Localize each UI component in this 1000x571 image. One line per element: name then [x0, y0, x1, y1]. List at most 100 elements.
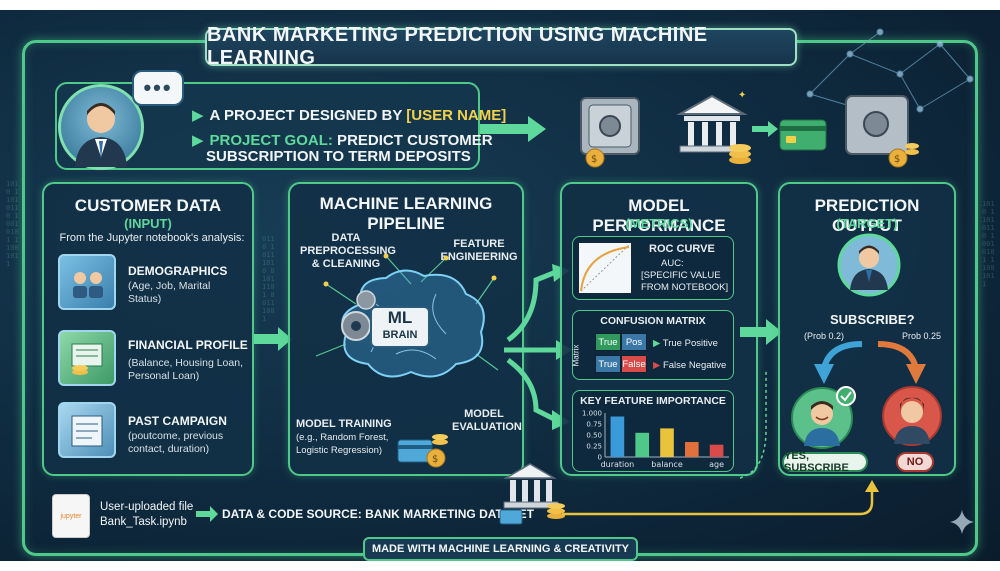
- bullet-arrow-icon: ▶: [192, 107, 204, 124]
- transfer-arrow-icon: [752, 121, 778, 137]
- fi-tick-label: 0.75: [586, 421, 602, 429]
- fi-bar: [610, 416, 625, 457]
- fi-category-label: duration: [601, 460, 635, 469]
- cm-cell-tp: True: [595, 333, 621, 351]
- past-campaign-desc-2: contact, duration): [128, 443, 210, 455]
- demographics-title: DEMOGRAPHICS: [128, 264, 228, 278]
- roc-auc-value-2: FROM NOTEBOOK]: [641, 282, 729, 293]
- yes-subscribe-badge: YES, SUBSCRIBE: [782, 450, 868, 474]
- yes-customer-icon: [791, 386, 856, 449]
- roc-curve-icon: [579, 243, 631, 293]
- subscribe-question: SUBSCRIBE?: [830, 312, 915, 327]
- svg-text:$: $: [591, 154, 597, 165]
- past-campaign-desc-1: (poutcome, previous: [128, 430, 224, 442]
- model-training-label: MODEL TRAINING (e.g., Random Forest, Log…: [296, 418, 392, 456]
- financial-profile-icon: [58, 330, 116, 386]
- uploaded-file-label: User-uploaded file: [100, 501, 194, 513]
- data-source-label: DATA & CODE SOURCE: BANK MARKETING DATAS…: [222, 507, 534, 521]
- bank-vault-icon: $: [580, 97, 640, 168]
- roc-title: ROC CURVE: [649, 243, 715, 255]
- financial-profile-desc-1: (Balance, Housing Loan,: [128, 357, 243, 369]
- input-arrow-icon: [254, 327, 292, 351]
- binary-decoration-right: 1010 1101 0110 1001 0101 1100 1011: [982, 200, 995, 288]
- svg-text:$: $: [432, 454, 438, 465]
- pipeline-title-2: PIPELINE: [367, 214, 445, 233]
- bank-dataset-icon: [499, 463, 565, 525]
- no-customer-icon: [882, 386, 942, 446]
- decision-arrows-icon: [814, 341, 926, 384]
- roc-auc-value-1: [SPECIFIC VALUE: [641, 270, 721, 281]
- demographics-icon: [58, 254, 116, 310]
- footer-credit: MADE WITH MACHINE LEARNING & CREATIVITY: [363, 537, 638, 561]
- customer-data-subtitle: (INPUT): [124, 216, 172, 231]
- fi-tick-label: 0: [598, 454, 602, 462]
- fi-bar: [684, 442, 699, 457]
- confusion-matrix-title: CONFUSION MATRIX: [600, 315, 706, 327]
- prediction-title: PREDICTION OUTPUT: [814, 196, 920, 235]
- model-evaluation-label: MODEL EVALUATION: [452, 408, 522, 433]
- demographics-desc-1: (Age, Job, Marital: [128, 280, 211, 292]
- past-campaign-title: PAST CAMPAIGN: [128, 414, 227, 428]
- fi-tick-label: 0.50: [586, 432, 602, 440]
- performance-subtitle: (METRICS): [625, 216, 693, 231]
- probability-right: Prob 0.25: [902, 331, 942, 341]
- roc-auc-label: AUC:: [661, 258, 684, 269]
- confusion-matrix-card: CONFUSION MATRIX Matrix True Pos True Fa…: [571, 310, 734, 380]
- jupyter-file-icon: jupyter: [52, 494, 90, 538]
- fi-category-label: age: [709, 460, 724, 469]
- feature-importance-card: KEY FEATURE IMPORTANCE 1.000 0.75 0.50 0.25…: [572, 390, 734, 472]
- confusion-matrix-axis: Matrix: [571, 344, 581, 367]
- feature-engineering-label: FEATURE ENGINEERING: [440, 238, 518, 263]
- presenter-icon: [75, 103, 127, 167]
- feature-importance-title: KEY FEATURE IMPORTANCE: [580, 395, 726, 407]
- presenter-avatar: [58, 84, 144, 170]
- ml-brain-badge: ML BRAIN: [370, 306, 430, 348]
- binary-decoration-mid: 0110 1011 1010 0101 1101 0011 1001: [262, 235, 275, 323]
- project-designer-line: ▶A PROJECT DESIGNED BY [USER NAME]: [192, 107, 507, 124]
- fi-tick-label: 1.000: [582, 410, 602, 418]
- header-arrow-icon: [480, 116, 546, 142]
- dashed-feedback-line-icon: [739, 370, 767, 479]
- probability-left: (Prob 0.2): [804, 331, 845, 341]
- customer-data-intro: From the Jupyter notebook's analysis:: [59, 232, 245, 244]
- financial-profile-title: FINANCIAL PROFILE: [128, 338, 248, 352]
- card-coins-icon: $: [397, 434, 448, 468]
- cm-legend-false-negative: ▶ False Negative: [653, 360, 727, 371]
- financial-profile-desc-2: Personal Loan): [128, 370, 200, 382]
- project-goal-line-2: SUBSCRIPTION TO TERM DEPOSITS: [206, 148, 471, 165]
- prediction-output-panel: PREDICTION OUTPUT (TARGET): [778, 182, 956, 476]
- infographic-canvas: 1010 1101 0110 1001 0101 1100 1011 0110 …: [0, 10, 1000, 561]
- credit-card-icon: [779, 119, 827, 151]
- sparkle-icon: [950, 510, 974, 534]
- binary-decoration-left: 1010 1101 0110 1001 0101 1100 1011: [6, 180, 19, 268]
- pipeline-title-1: MACHINE LEARNING: [319, 194, 493, 213]
- bank-building-icon: ✦: [676, 90, 751, 164]
- customer-avatar-icon: [837, 233, 901, 297]
- no-badge: NO: [896, 452, 934, 472]
- fi-tick-label: 0.25: [586, 443, 602, 451]
- performance-title: MODEL PERFORMANCE: [592, 196, 726, 235]
- cm-cell-tn: True: [595, 355, 621, 373]
- speech-bubble-icon: •••: [132, 70, 184, 106]
- safe-icon: $: [845, 95, 919, 168]
- fi-bar: [635, 432, 650, 457]
- svg-text:✦: ✦: [738, 90, 746, 101]
- source-arrow-icon: [196, 506, 218, 522]
- prediction-subtitle: (TARGET): [836, 216, 898, 231]
- bullet-arrow-icon: ▶: [192, 132, 204, 149]
- customer-data-title: CUSTOMER DATA: [74, 196, 222, 215]
- cm-legend-true-positive: ▶ True Positive: [653, 338, 718, 349]
- page-title: BANK MARKETING PREDICTION USING MACHINE …: [205, 24, 797, 69]
- dataset-to-output-arrow-icon: [562, 480, 879, 516]
- cm-cell-fp: Pos: [621, 333, 647, 351]
- cm-cell-fn: False: [621, 355, 647, 373]
- svg-text:$: $: [894, 154, 900, 165]
- fi-bar: [660, 428, 674, 457]
- metrics-to-output-arrow-icon: [740, 319, 782, 345]
- demographics-desc-2: Status): [128, 293, 162, 305]
- project-goal-line: ▶PROJECT GOAL: PREDICT CUSTOMER: [192, 132, 493, 149]
- uploaded-file-name: Bank_Task.ipynb: [100, 516, 187, 528]
- roc-curve-card: ROC CURVE AUC: [SPECIFIC VALUE FROM NOTE…: [572, 236, 734, 300]
- fi-category-label: balance: [651, 460, 683, 469]
